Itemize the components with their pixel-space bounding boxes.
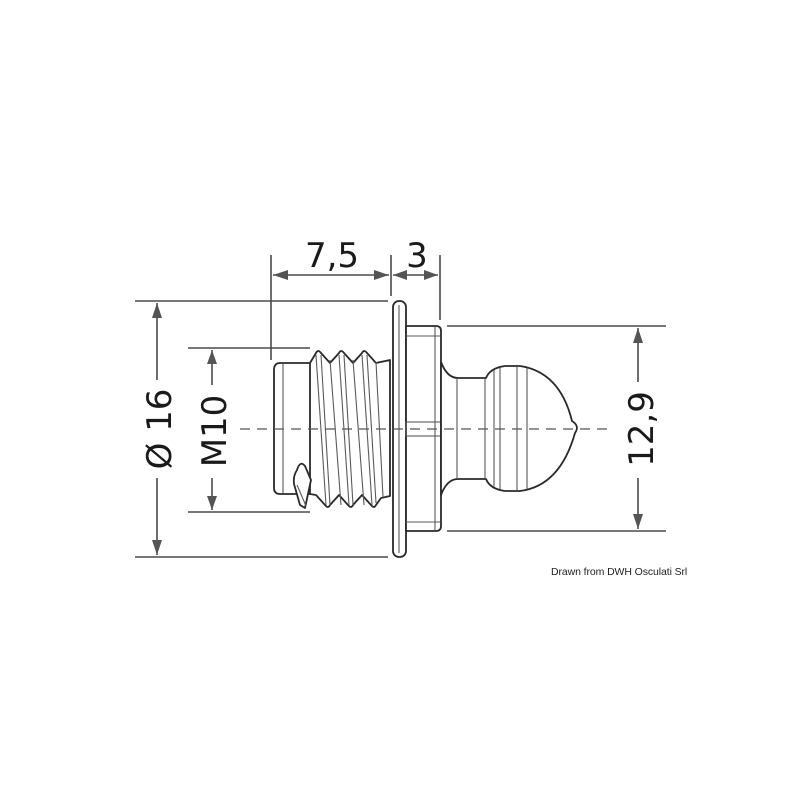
extension-lines <box>135 255 666 558</box>
dim-label-thread-size: M10 <box>195 395 235 468</box>
cross-notch <box>292 462 312 509</box>
dim-label-outer-diameter: Ø 16 <box>140 389 180 470</box>
dimension-thread-length: 7,5 <box>273 236 389 280</box>
dim-label-flange-offset: 3 <box>406 236 428 276</box>
drawing-credit: Drawn from DWH Osculati Srl <box>551 566 688 578</box>
domed-head <box>440 361 578 496</box>
shoulder <box>405 325 442 532</box>
dimension-thread-size: M10 <box>195 350 235 510</box>
dim-label-head-height: 12,9 <box>622 391 662 467</box>
dimension-outer-diameter: Ø 16 <box>140 303 180 555</box>
dim-label-thread-length: 7,5 <box>305 236 359 276</box>
dimension-flange-offset: 3 <box>393 236 438 280</box>
dimension-head-height: 12,9 <box>622 328 662 529</box>
